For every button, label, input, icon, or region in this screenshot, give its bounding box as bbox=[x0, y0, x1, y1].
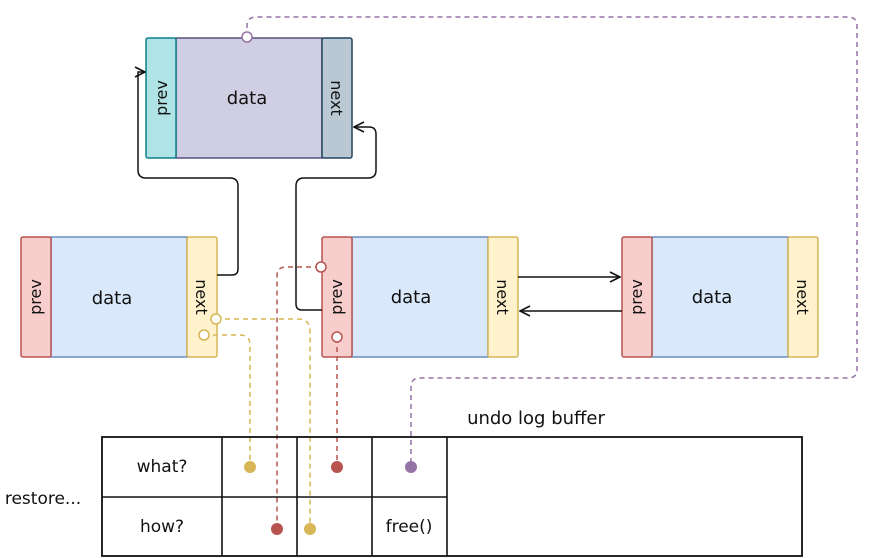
middle-node: data prev next bbox=[321, 236, 519, 358]
right-node-data-cell bbox=[651, 236, 789, 358]
right-node-prev-cell bbox=[621, 236, 653, 358]
top-node-prev-cell bbox=[145, 37, 177, 159]
buffer-title: undo log buffer bbox=[467, 408, 605, 429]
left-node: data prev next bbox=[20, 236, 218, 358]
what-entry-dot-top-node bbox=[405, 461, 417, 473]
left-next-what-pointer bbox=[204, 334, 251, 466]
top-node-to-free-pointer bbox=[246, 16, 858, 466]
middle-node-data-label: data bbox=[391, 287, 432, 308]
what-entry-dot-left-next bbox=[244, 461, 256, 473]
buffer-row-what-label: what? bbox=[137, 457, 188, 477]
right-node-next-cell bbox=[787, 236, 819, 358]
undo-log-buffer: undo log buffer restore... what? how? fr… bbox=[5, 408, 803, 557]
middle-prev-pointer-origin-a bbox=[315, 261, 327, 273]
left-next-pointer-origin-a bbox=[210, 313, 222, 325]
left-node-next-cell bbox=[186, 236, 218, 358]
middle-node-next-cell bbox=[487, 236, 519, 358]
top-node: data prev next bbox=[145, 37, 353, 159]
middle-prev-to-top-next-arrow bbox=[295, 127, 377, 311]
middle-prev-pointer-origin-b bbox=[331, 331, 343, 343]
middle-node-data-cell bbox=[351, 236, 489, 358]
top-node-pointer-origin bbox=[241, 31, 253, 43]
right-node-data-label: data bbox=[692, 287, 733, 308]
left-node-prev-cell bbox=[20, 236, 52, 358]
top-node-next-label: next bbox=[327, 80, 346, 115]
left-node-next-label: next bbox=[192, 279, 211, 314]
buffer-free-cell-label: free() bbox=[386, 517, 433, 537]
buffer-row-how-label: how? bbox=[140, 517, 184, 537]
what-entry-dot-middle-prev bbox=[331, 461, 343, 473]
middle-node-prev-label: prev bbox=[327, 279, 346, 315]
left-next-to-top-prev-arrow bbox=[138, 72, 239, 276]
restore-label: restore... bbox=[5, 489, 81, 509]
how-entry-dot-middle-prev bbox=[271, 523, 283, 535]
top-node-data-label: data bbox=[227, 88, 268, 109]
middle-prev-how-pointer bbox=[276, 266, 320, 529]
top-node-prev-label: prev bbox=[152, 80, 171, 116]
right-node-prev-label: prev bbox=[627, 279, 646, 315]
top-node-next-cell bbox=[321, 37, 353, 159]
right-node: data prev next bbox=[621, 236, 819, 358]
middle-node-next-label: next bbox=[493, 279, 512, 314]
left-node-prev-label: prev bbox=[26, 279, 45, 315]
top-node-data-cell bbox=[175, 37, 323, 159]
how-entry-dot-left-next bbox=[304, 523, 316, 535]
left-next-how-pointer bbox=[216, 318, 311, 529]
left-node-data-label: data bbox=[92, 288, 133, 309]
right-node-next-label: next bbox=[793, 279, 812, 314]
left-next-pointer-origin-b bbox=[198, 329, 210, 341]
